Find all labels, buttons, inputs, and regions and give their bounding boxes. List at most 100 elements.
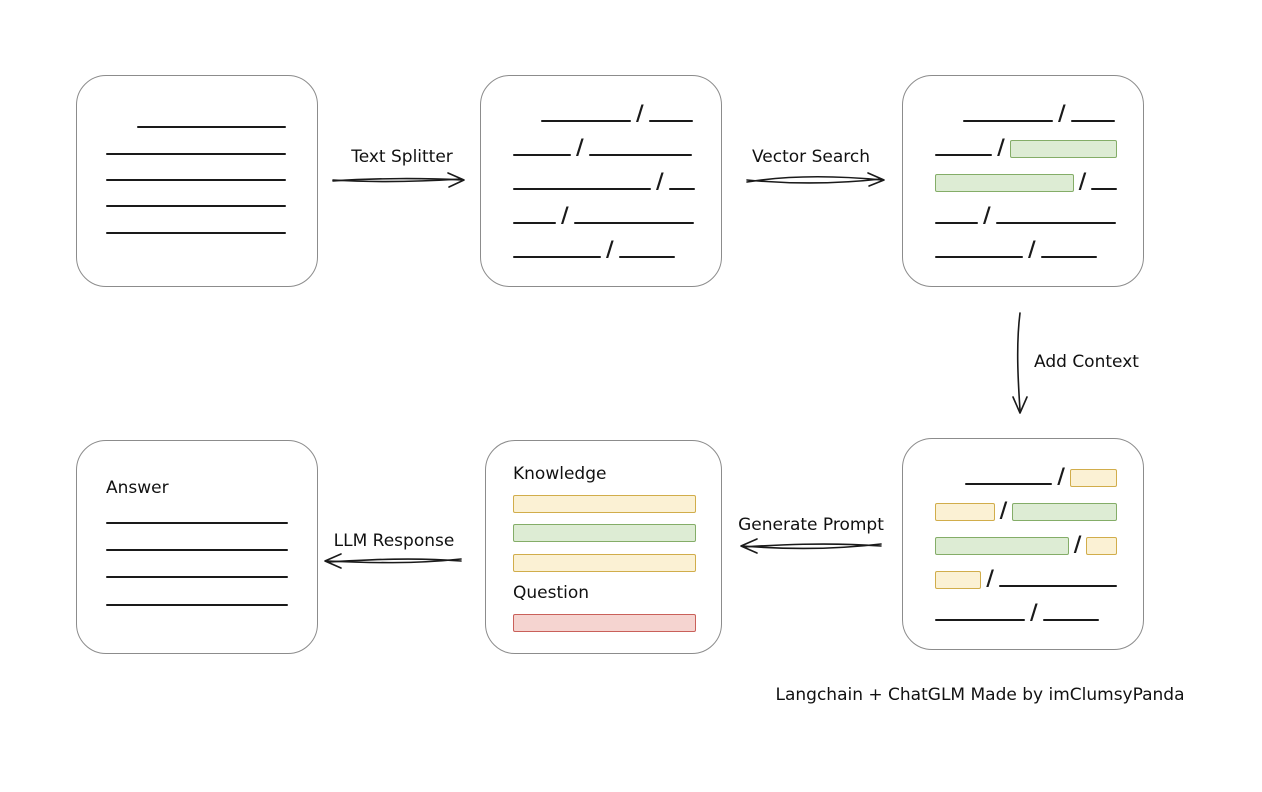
content-row: / (935, 566, 1117, 590)
separator-slash: / (656, 169, 664, 194)
content-row: / (513, 203, 695, 227)
content-row (106, 576, 288, 580)
content-row: / (935, 203, 1117, 227)
text-line-segment (513, 187, 651, 190)
separator-slash: / (983, 203, 991, 227)
content-row: Question (513, 583, 696, 603)
answer-content: Answer (106, 455, 288, 631)
green-chunk (935, 536, 1069, 555)
text-line-segment (106, 178, 286, 181)
context-chunks-content: / / / / / (935, 453, 1117, 637)
llm-response-label: LLM Response (333, 531, 455, 551)
content-row: Knowledge (513, 464, 696, 484)
content-row: / (935, 236, 1117, 261)
content-row: / (935, 101, 1117, 126)
text-line-segment (137, 126, 286, 129)
text-line-segment (106, 576, 288, 579)
text-line-segment (995, 221, 1116, 224)
yellow-chunk (935, 570, 982, 589)
separator-slash: / (1073, 532, 1082, 557)
separator-slash: / (576, 135, 584, 160)
text-line-segment (618, 255, 675, 258)
content-row (106, 126, 286, 130)
question-heading: Question (513, 582, 590, 603)
text-line-segment (513, 221, 556, 224)
text-line-segment (998, 584, 1117, 587)
vector-search-arrow (746, 172, 885, 187)
vector-matches-node: / / / / / (902, 75, 1144, 287)
text-line-segment (541, 119, 631, 122)
content-row: / (935, 532, 1117, 557)
content-row (513, 495, 696, 514)
diagram-caption: Langchain + ChatGLM Made by imClumsyPand… (775, 685, 1185, 705)
red-chunk (513, 613, 696, 632)
content-row (106, 205, 286, 209)
separator-slash: / (1030, 599, 1038, 624)
separator-slash: / (997, 135, 1005, 160)
text-line-segment (935, 221, 978, 224)
separator-slash: / (606, 236, 614, 261)
content-row (513, 613, 696, 632)
answer-heading: Answer (106, 478, 169, 499)
text-line-segment (1070, 119, 1115, 122)
knowledge-heading: Knowledge (513, 464, 607, 485)
content-row (513, 553, 696, 572)
separator-slash: / (1028, 236, 1036, 261)
content-row: / (935, 135, 1117, 160)
content-row (106, 548, 288, 553)
separator-slash: / (1057, 464, 1065, 489)
content-row: / (513, 135, 695, 160)
text-splitter-label: Text Splitter (351, 147, 453, 167)
separator-slash: / (986, 566, 994, 590)
text-line-segment (106, 205, 286, 208)
text-line-segment (573, 221, 694, 224)
text-line-segment (1091, 187, 1117, 190)
text-line-segment (106, 603, 288, 606)
text-line-segment (513, 255, 601, 258)
split-text-content: / / / / / (513, 90, 695, 274)
text-line-segment (935, 255, 1023, 258)
green-chunk (1012, 502, 1117, 521)
content-row: Answer (106, 478, 288, 498)
text-line-segment (106, 548, 288, 551)
text-line-segment (935, 153, 993, 156)
text-line-segment (513, 153, 571, 156)
text-line-segment (965, 482, 1053, 485)
text-line-segment (588, 153, 692, 156)
source-document-node (76, 75, 318, 287)
llm-response-arrow (324, 553, 462, 569)
separator-slash: / (636, 101, 644, 126)
content-row: / (513, 236, 695, 261)
content-row: / (513, 101, 695, 126)
yellow-chunk (513, 495, 696, 514)
content-row: / (935, 169, 1117, 194)
separator-slash: / (561, 203, 569, 227)
source-document-content (106, 104, 286, 258)
content-row: / (935, 500, 1117, 521)
text-line-segment (963, 119, 1053, 122)
separator-slash: / (1078, 169, 1087, 194)
content-row (106, 521, 288, 526)
context-chunks-node: / / / / / (902, 438, 1144, 650)
text-splitter-arrow (332, 172, 465, 188)
text-line-segment (106, 521, 288, 524)
text-line-segment (106, 152, 286, 155)
green-chunk (513, 524, 696, 543)
separator-slash: / (1058, 101, 1066, 126)
yellow-chunk (1069, 468, 1117, 487)
text-line-segment (668, 187, 695, 190)
green-chunk (935, 173, 1074, 192)
content-row: / (513, 169, 695, 194)
content-row: / (935, 464, 1117, 489)
green-chunk (1009, 139, 1117, 158)
content-row (106, 178, 286, 183)
content-row (106, 152, 286, 157)
generate-prompt-label: Generate Prompt (738, 515, 884, 535)
vector-matches-content: / / / / / (935, 90, 1117, 274)
content-row: / (935, 599, 1117, 624)
split-text-node: / / / / / (480, 75, 722, 287)
text-line-segment (1040, 255, 1097, 258)
text-line-segment (648, 119, 693, 122)
